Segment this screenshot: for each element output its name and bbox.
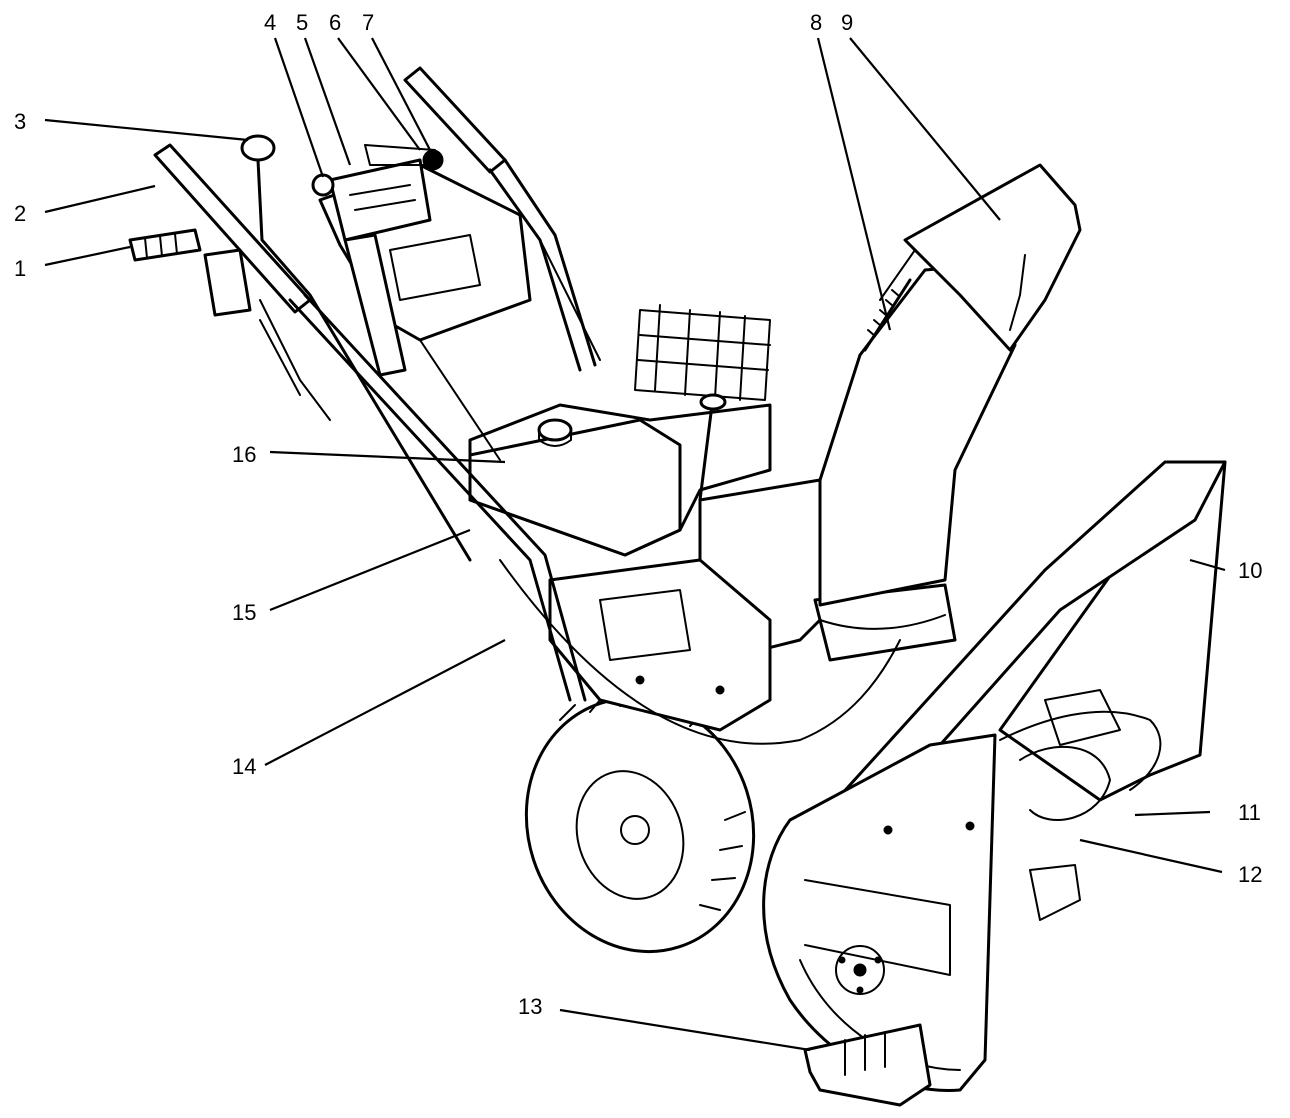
callout-2: 2 (14, 201, 26, 226)
handle-assembly (128, 66, 901, 745)
callout-15: 15 (232, 600, 256, 625)
callout-12: 12 (1238, 862, 1262, 887)
callout-13: 13 (518, 994, 542, 1019)
callout-7: 7 (362, 10, 374, 35)
callout-9: 9 (841, 10, 853, 35)
callout-10: 10 (1238, 558, 1262, 583)
callout-4: 4 (264, 10, 276, 35)
callout-1: 1 (14, 256, 26, 281)
callout-labels: 1 2 3 4 5 6 7 8 9 10 11 12 13 14 15 16 (14, 10, 1262, 1019)
callout-5: 5 (296, 10, 308, 35)
callout-3: 3 (14, 109, 26, 134)
callout-16: 16 (232, 442, 256, 467)
callout-8: 8 (810, 10, 822, 35)
callout-6: 6 (329, 10, 341, 35)
discharge-chute (818, 163, 1082, 607)
callout-leaders (44, 37, 1226, 1052)
engine-body (468, 304, 957, 732)
callout-14: 14 (232, 754, 256, 779)
left-wheel (524, 694, 756, 954)
auger-housing (762, 460, 1227, 1107)
callout-11: 11 (1238, 800, 1261, 825)
